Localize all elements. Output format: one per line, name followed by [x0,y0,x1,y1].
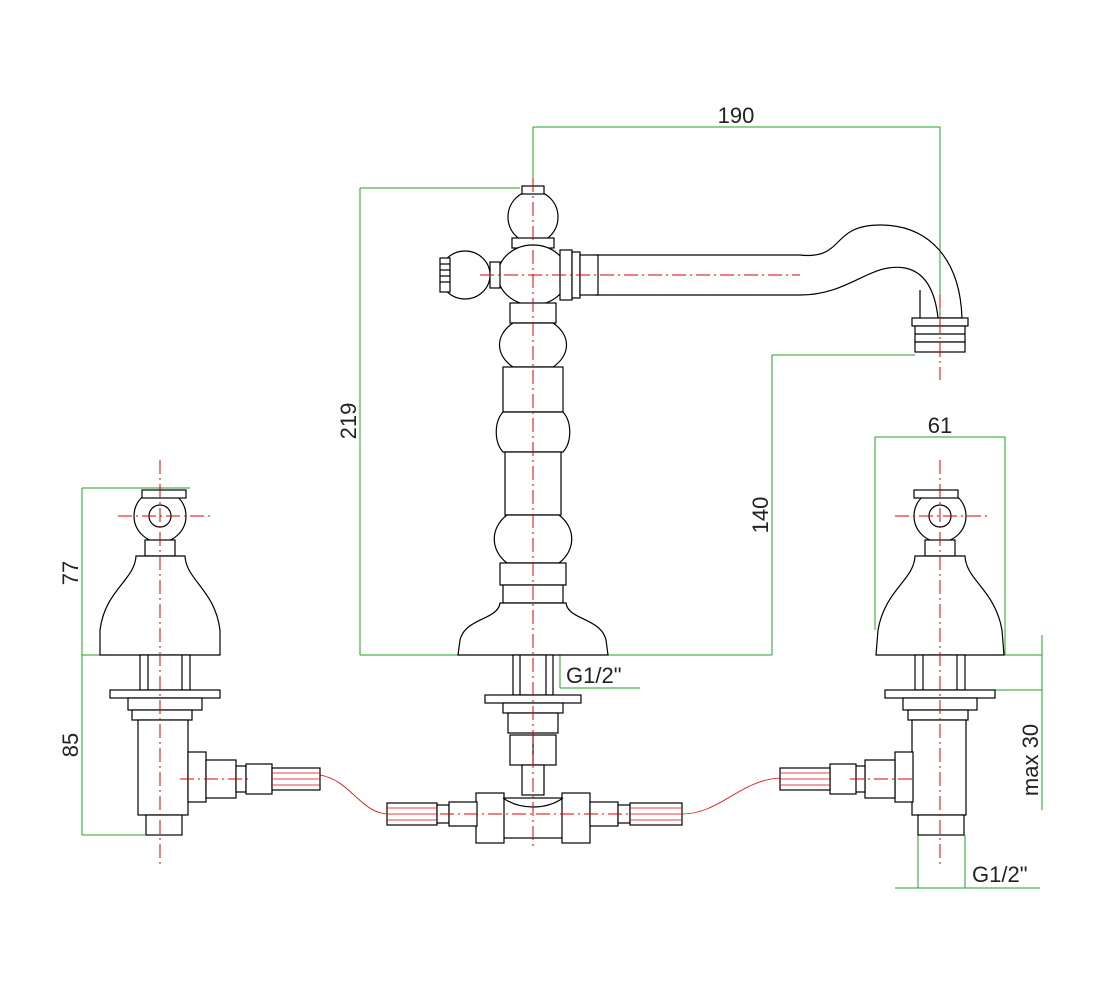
dim-190-label: 190 [718,103,755,128]
hose-right [589,777,781,827]
dim-85-label: 85 [58,733,83,757]
dim-thread-right-label: G1/2" [972,862,1028,887]
left-handle-valve [99,489,321,836]
dim-219-label: 219 [336,403,361,440]
dim-max30-label: max 30 [1018,724,1043,796]
hose-left [319,774,478,827]
centerlines [118,178,990,865]
dim-thread-center-label: G1/2" [566,663,622,688]
dim-61-label: 61 [928,413,952,438]
dim-140-label: 140 [748,497,773,534]
dim-77-label: 77 [58,561,83,585]
spout-assembly [439,185,969,844]
right-handle-valve [779,489,1005,836]
